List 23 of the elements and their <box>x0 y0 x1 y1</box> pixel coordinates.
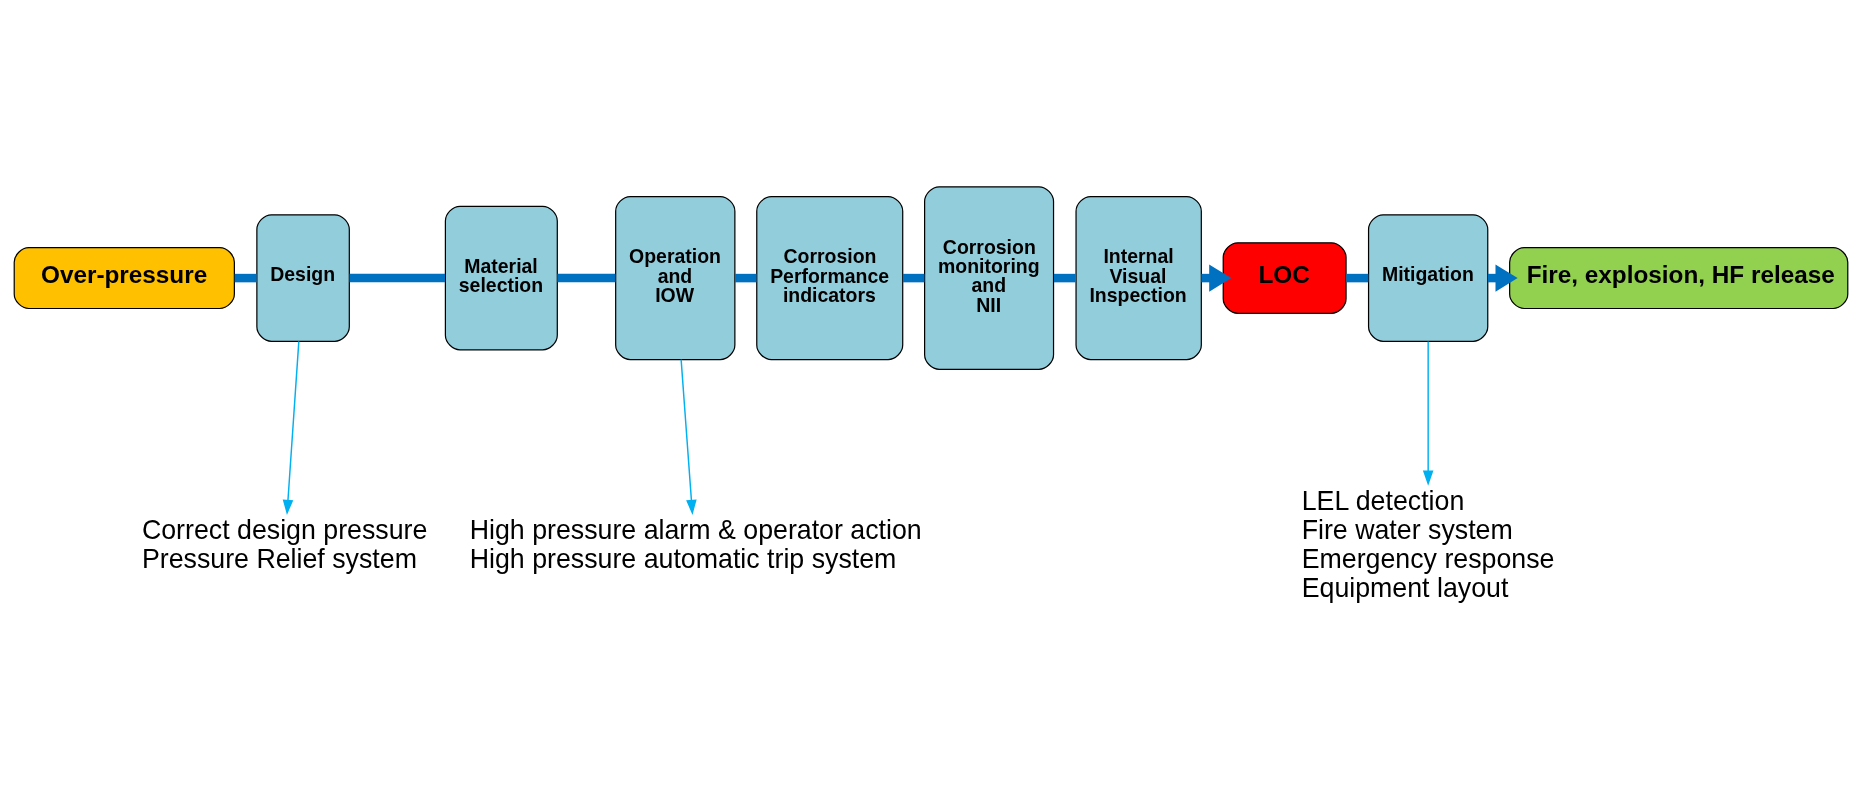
connector <box>349 273 445 282</box>
arrow <box>1422 340 1434 486</box>
node-box: Over-pressure <box>13 246 235 309</box>
connector <box>1053 273 1076 282</box>
node-box: Mitigation <box>1367 213 1489 342</box>
node-text: Correct design pressure Pressure Relief system <box>141 514 428 574</box>
node-box: Corrosion Performance indicators <box>756 195 904 360</box>
arrow <box>680 358 697 515</box>
node-box: Fire, explosion, HF release <box>1509 246 1849 309</box>
node-box: Operation and IOW <box>615 195 736 360</box>
arrow <box>282 340 300 515</box>
node-box: LOC <box>1222 241 1347 314</box>
node-text: High pressure alarm & operator action High pressure automatic trip system <box>469 514 922 574</box>
node-text: LEL detection Fire water system Emergency response Equipment layout <box>1301 485 1555 603</box>
node-box: Internal Visual Inspection <box>1075 195 1202 360</box>
connector <box>1346 273 1369 282</box>
connector <box>557 273 616 282</box>
connector <box>902 273 925 282</box>
connector <box>735 273 757 282</box>
node-box: Material selection <box>444 205 558 350</box>
node-box: Design <box>256 213 350 342</box>
connector <box>234 273 257 282</box>
node-box: Corrosion monitoring and NII <box>924 185 1055 370</box>
